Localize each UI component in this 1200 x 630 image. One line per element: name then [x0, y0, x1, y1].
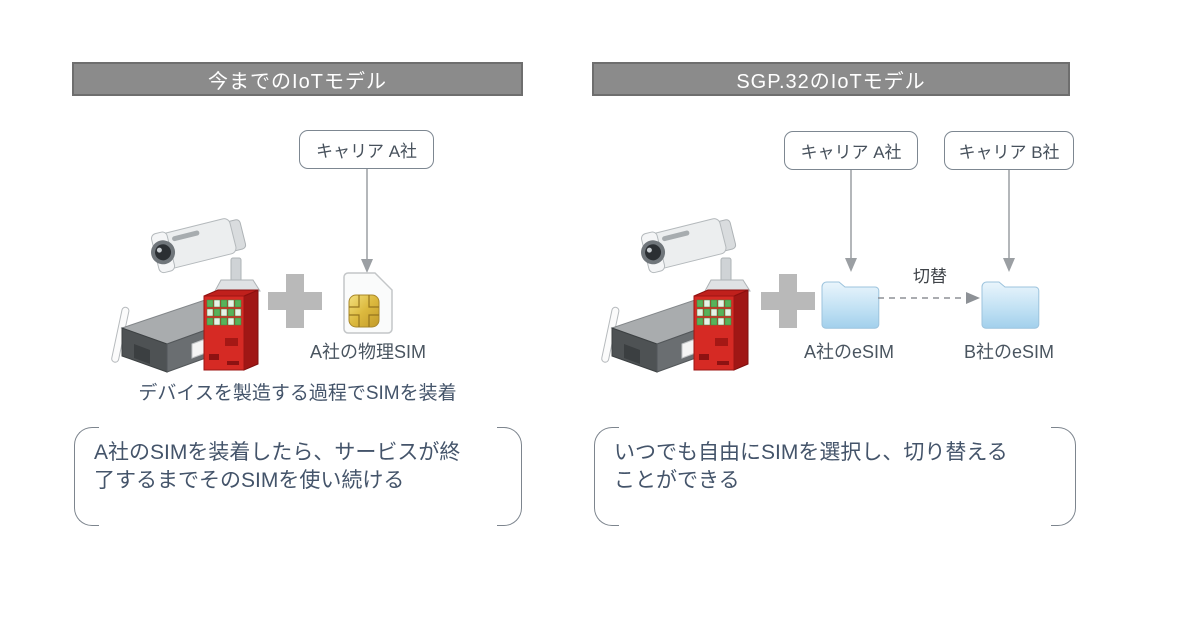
left-panel-title: 今までのIoTモデル	[208, 70, 387, 93]
vending-machine-icon	[693, 289, 749, 371]
right-panel-title: SGP.32のIoTモデル	[736, 70, 926, 93]
right-note-text: いつでも自由にSIMを選択し、切り替える ことができる	[614, 441, 1008, 492]
left-note-box: A社のSIMを装着したら、サービスが終 了するまでそのSIMを使い続ける	[74, 427, 522, 526]
right-carrier-b-label: キャリア B社	[958, 143, 1060, 162]
plus-icon	[268, 274, 322, 328]
sim-card-icon	[343, 272, 393, 334]
physical-sim-label: A社の物理SIM	[309, 342, 426, 362]
right-carrier-a-box: キャリア A社	[784, 131, 918, 170]
left-carrier-a-label: キャリア A社	[315, 142, 418, 161]
security-camera-icon	[150, 218, 261, 292]
right-note-box: いつでも自由にSIMを選択し、切り替える ことができる	[594, 427, 1076, 526]
left-panel-title-bar: 今までのIoTモデル	[72, 62, 523, 96]
switch-label: 切替	[913, 267, 947, 286]
plus-icon	[761, 274, 815, 328]
esim-b-label: B社のeSIM	[963, 342, 1055, 362]
dashed-switch-arrow-icon	[878, 292, 980, 304]
arrow-down-icon	[845, 170, 857, 272]
esim-folder-icon	[821, 281, 880, 329]
right-carrier-a-label: キャリア A社	[800, 143, 902, 162]
left-carrier-a-box: キャリア A社	[299, 130, 434, 169]
esim-a-label: A社のeSIM	[803, 342, 895, 362]
left-note-text: A社のSIMを装着したら、サービスが終 了するまでそのSIMを使い続ける	[94, 441, 461, 492]
right-carrier-b-box: キャリア B社	[944, 131, 1074, 170]
security-camera-icon	[640, 218, 751, 292]
vending-machine-icon	[203, 289, 259, 371]
arrow-down-icon	[361, 169, 373, 273]
left-caption: デバイスを製造する過程でSIMを装着	[138, 383, 457, 404]
esim-folder-icon	[981, 281, 1040, 329]
right-panel-title-bar: SGP.32のIoTモデル	[592, 62, 1070, 96]
arrow-down-icon	[1003, 170, 1015, 272]
